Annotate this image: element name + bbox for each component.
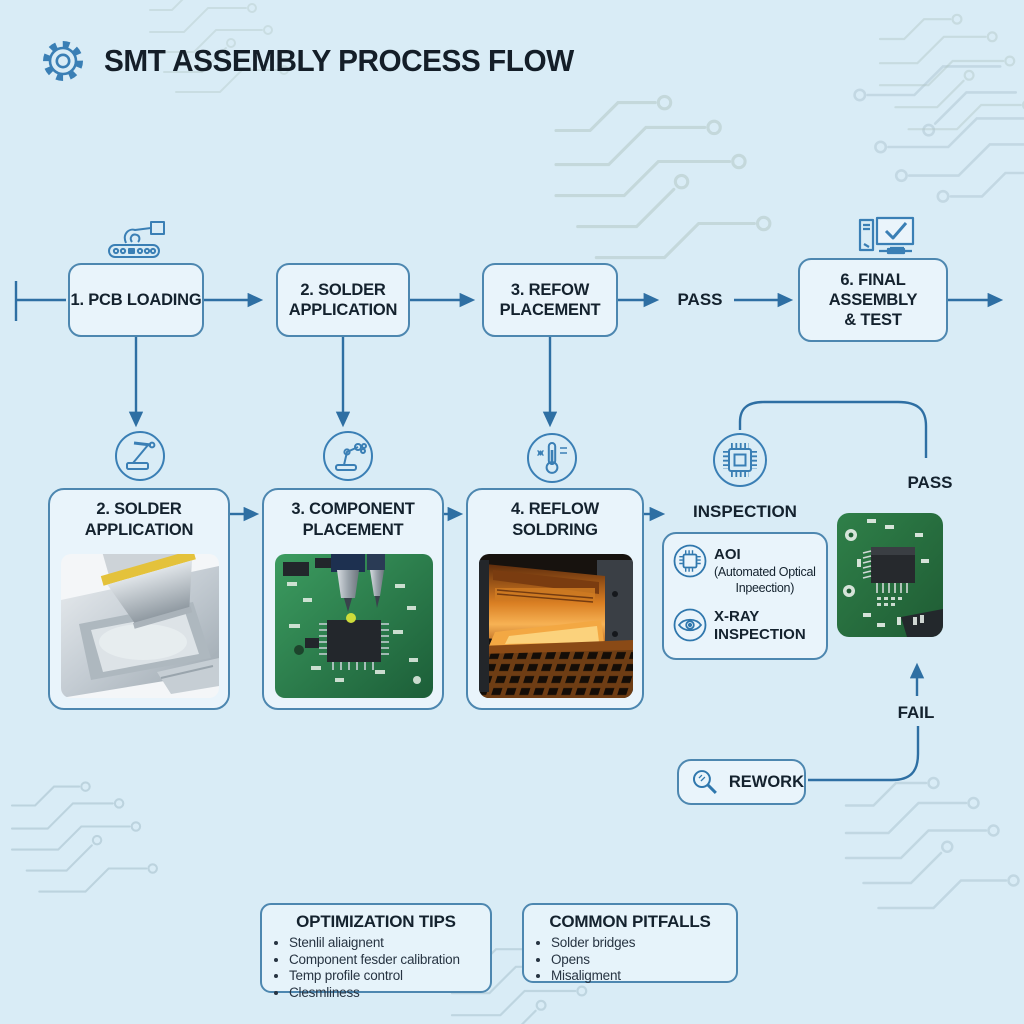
inspection-heading: INSPECTION xyxy=(693,502,797,521)
optimization-tips-list: Stenlil aliaignent Component fesder cali… xyxy=(262,935,490,1002)
flow-step-final-assembly: 6. FINAL ASSEMBLY & TEST xyxy=(798,258,948,342)
flow-step-reflow-placement: 3. REFOW PLACEMENT xyxy=(482,263,618,337)
pitfall-item: Opens xyxy=(551,952,736,969)
fail-connector xyxy=(808,726,920,782)
thermometer-icon xyxy=(527,433,577,483)
aoi-sublabel: (Automated Optical Inpeection) xyxy=(714,565,816,596)
common-pitfalls-title: COMMON PITFALLS xyxy=(549,912,711,931)
optimization-tips-title: OPTIMIZATION TIPS xyxy=(296,912,456,931)
solder-paste-squeegee-photo xyxy=(61,554,219,698)
page-header: SMT ASSEMBLY PROCESS FLOW xyxy=(36,34,593,88)
xray-eye-icon xyxy=(673,608,707,641)
fail-label: FAIL xyxy=(897,703,935,722)
aoi-label: AOI xyxy=(714,546,741,563)
pass-label-top: PASS xyxy=(677,290,723,309)
inspection-chip-icon xyxy=(713,433,767,487)
optimization-tips-box: OPTIMIZATION TIPS Stenlil aliaignent Com… xyxy=(260,903,492,1000)
aoi-chip-icon xyxy=(673,544,707,578)
inspection-box: AOI (Automated Optical Inpeection) X-RAY… xyxy=(662,532,828,660)
rework-box: REWORK xyxy=(677,759,806,805)
pitfall-item: Solder bridges xyxy=(551,935,736,952)
pitfall-item: Misaligment xyxy=(551,968,736,985)
tip-item: Temp profile control xyxy=(289,968,490,985)
tip-item: Stenlil aliaignent xyxy=(289,935,490,952)
page-title: SMT ASSEMBLY PROCESS FLOW xyxy=(104,43,574,78)
detail-step-solder-application: 2. SOLDER APPLICATION xyxy=(48,488,230,710)
tip-item: Component fesder calibration xyxy=(289,952,490,969)
detail-step-component-placement: 3. COMPONENT PLACEMENT xyxy=(262,488,444,710)
tip-item: Clesmliness xyxy=(289,985,490,1002)
xray-label: X-RAY INSPECTION xyxy=(714,607,806,643)
detail-step-reflow-soldering: 4. REFLOW SOLDRING xyxy=(466,488,644,710)
detail-step-label: 2. SOLDER APPLICATION xyxy=(84,500,194,539)
common-pitfalls-box: COMMON PITFALLS Solder bridges Opens Mis… xyxy=(522,903,738,983)
final-test-computer-icon xyxy=(858,216,915,255)
rework-label: REWORK xyxy=(728,772,804,791)
pick-and-place-photo xyxy=(275,554,433,698)
squeegee-icon xyxy=(115,431,165,481)
pass-label-loop: PASS xyxy=(907,473,953,492)
flow-step-pcb-loading: 1. PCB LOADING xyxy=(68,263,204,337)
rework-magnifier-icon xyxy=(692,770,717,794)
pcb-loading-hand-icon xyxy=(108,221,165,258)
detail-step-label: 4. REFLOW SOLDRING xyxy=(510,500,600,539)
robot-arm-icon xyxy=(323,431,373,481)
detail-step-label: 3. COMPONENT PLACEMENT xyxy=(291,500,415,539)
common-pitfalls-list: Solder bridges Opens Misaligment xyxy=(524,935,736,985)
xray-row: X-RAY INSPECTION xyxy=(673,606,822,644)
flow-step-solder-application: 2. SOLDER APPLICATION xyxy=(276,263,410,337)
gear-icon xyxy=(43,41,83,81)
inspected-pcb-photo xyxy=(837,513,943,637)
aoi-row: AOI (Automated Optical Inpeection) xyxy=(673,544,822,597)
reflow-oven-photo xyxy=(479,554,633,698)
